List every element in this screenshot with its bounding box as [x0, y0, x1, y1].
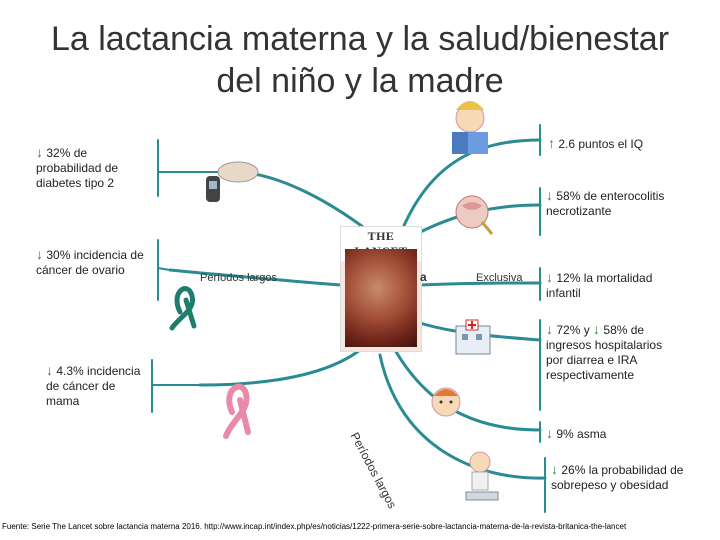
label-fragment: a [420, 270, 427, 284]
hospital-icon [455, 319, 491, 355]
item-enterocolitis-text: 58% de enterocolitis necrotizante [546, 189, 665, 218]
down-arrow-icon: ↓ [546, 187, 553, 203]
sick-child-icon [431, 387, 461, 417]
link-ovario [168, 268, 342, 287]
link-iq [398, 138, 542, 237]
down-arrow-icon: ↓ [36, 246, 43, 262]
item-iq-text: 2.6 puntos el IQ [558, 137, 644, 151]
item-asma: ↓ 9% asma [546, 426, 676, 442]
child-reading-icon [452, 101, 488, 154]
source-footer: Fuente: Serie The Lancet sobre lactancia… [2, 522, 627, 531]
link-mortalidad [418, 281, 542, 287]
scale-icon [465, 451, 499, 501]
down-arrow-icon: ↓ [593, 321, 601, 337]
item-mama: ↓ 4.3% incidencia de cáncer de mama [46, 363, 150, 409]
item-hospitalarios-text-2: 58% de ingresos hospitalarios por diarre… [546, 323, 663, 382]
link-mama [198, 348, 362, 387]
link-asma [393, 348, 542, 432]
item-diabetes-text: 32% de probabilidad de diabetes tipo 2 [36, 146, 119, 190]
item-ovario-text: 30% incidencia de cáncer de ovario [36, 248, 144, 277]
item-ovario: ↓ 30% incidencia de cáncer de ovario [36, 247, 154, 278]
item-asma-text: 9% asma [556, 427, 607, 441]
down-arrow-icon: ↓ [546, 269, 553, 285]
teal-ribbon-icon [169, 286, 197, 331]
up-arrow-icon: ↑ [548, 135, 555, 151]
item-mortalidad: ↓ 12% la mortalidad infantil [546, 270, 676, 301]
item-mortalidad-text: 12% la mortalidad infantil [546, 271, 653, 300]
item-diabetes: ↓ 32% de probabilidad de diabetes tipo 2 [36, 145, 154, 191]
down-arrow-icon: ↓ [551, 461, 558, 477]
item-iq: ↑ 2.6 puntos el IQ [548, 136, 698, 152]
label-periodos-largos: Períodos largos [200, 272, 278, 284]
lancet-cover-image: THE LANCET [340, 226, 422, 352]
link-sobrepeso [378, 353, 547, 480]
item-sobrepeso-text: 26% la probabilidad de sobrepeso y obesi… [551, 463, 684, 492]
item-hospitalarios: ↓ 72% y ↓ 58% de ingresos hospitalarios … [546, 322, 676, 383]
down-arrow-icon: ↓ [546, 321, 553, 337]
item-mama-text: 4.3% incidencia de cáncer de mama [46, 364, 141, 408]
title-line-1: La lactancia materna y la salud/bienesta… [50, 20, 670, 58]
link-ovario-tail [157, 267, 171, 271]
breastfeeding-photo [345, 249, 417, 347]
label-exclusiva: Exclusiva [476, 272, 523, 284]
pink-ribbon-icon [223, 383, 251, 439]
page-title: La lactancia materna y la salud/bienesta… [0, 18, 720, 102]
down-arrow-icon: ↓ [36, 144, 43, 160]
down-arrow-icon: ↓ [46, 362, 53, 378]
glucometer-icon [206, 161, 259, 202]
title-line-2: del niño y la madre [216, 62, 504, 100]
down-arrow-icon: ↓ [546, 425, 553, 441]
intestine-icon [455, 195, 494, 235]
item-hospitalarios-text-1: 72% y [556, 323, 590, 337]
item-sobrepeso: ↓ 26% la probabilidad de sobrepeso y obe… [551, 462, 701, 493]
item-enterocolitis: ↓ 58% de enterocolitis necrotizante [546, 188, 666, 219]
